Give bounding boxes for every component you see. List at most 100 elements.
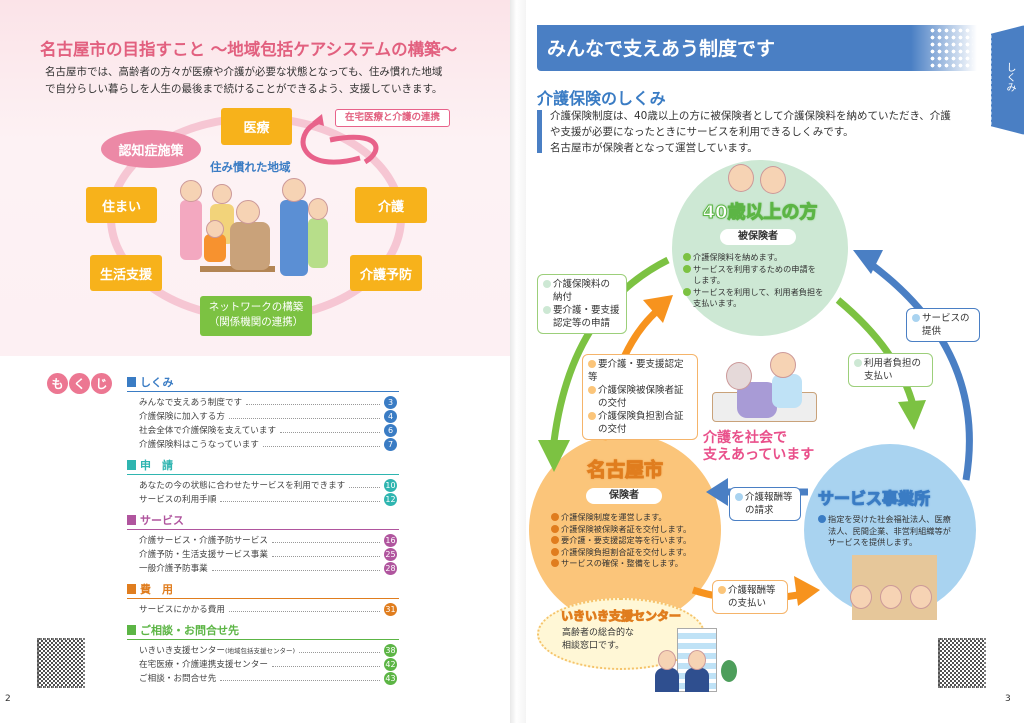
leader-dots [280,431,380,433]
toc-page-badge: 12 [384,492,397,506]
toc-section-title: 申 請 [140,459,173,472]
toc-item[interactable]: いきいき支援センター(地域包括支援センター) 38 [127,643,397,657]
toc-page-badge: 38 [384,643,397,657]
ring-center-label: 住み慣れた地域 [210,160,291,174]
ring-item-care: 介護 [355,187,427,223]
toc-section-header: 申 請 [127,457,399,475]
box-line: 介護報酬等 [745,492,793,503]
provider-desc: 指定を受けた社会福祉法人、医療 法人、民間企業、非営利組織等が サービスを提供し… [818,514,951,549]
leader-dots [228,610,380,612]
toc-page-badge: 43 [384,671,397,685]
duty: 介護保険料を納めます。 [693,252,783,262]
toc-item-title: ご相談・お問合せ先 [139,674,217,684]
box-premium-payment: 介護保険料の 納付 要介護・要支援 認定等の申請 [537,274,627,334]
toc-page-badge: 16 [384,533,397,547]
box-line: 納付 [553,292,573,303]
section-square-icon [127,515,136,525]
toc-section-header: しくみ [127,374,399,392]
desc-line: 高齢者の総合的な [562,628,635,638]
toc-item-title: サービスにかかる費用 [139,605,225,615]
toc-item[interactable]: 介護サービス・介護予防サービス 16 [127,533,397,547]
toc-item-title: いきいき支援センター [139,646,225,656]
box-line: サービスの [922,313,970,324]
desc-line: 法人、民間企業、非営利組織等が [828,525,951,536]
section-square-icon [127,625,136,635]
toc-label: も く じ [47,373,112,394]
duty: 支払います。 [693,298,742,308]
page-number-left: 2 [5,694,11,704]
toc-label-char: じ [91,373,112,394]
box-line: 介護保険料の [553,279,611,290]
section-square-icon [127,460,136,470]
ring-item-dementia: 認知症施策 [101,130,201,168]
toc-item[interactable]: みんなで支えあう制度です 3 [127,395,397,409]
toc-item-title: みんなで支えあう制度です [139,398,243,408]
duty: します。 [693,275,725,285]
toc-item-title: 介護保険に加入する方 [139,412,225,422]
toc-item-subtitle: (地域包括支援センター) [224,647,296,655]
leader-dots [299,651,380,653]
box-line: 要介護・要支援 [553,305,620,316]
box-line: 利用者負担の [864,358,922,369]
green-arrow-userpay [835,297,917,406]
intro-line: 介護保険制度は、40歳以上の方に被保険者として介護保険料を納めていただき、介護 [550,110,951,122]
toc-item-title: 介護サービス・介護予防サービス [139,536,268,546]
box-fee-claim: 介護報酬等 の請求 [729,487,801,521]
linkage-arrows-icon [300,119,361,165]
leader-dots [349,486,380,488]
duty-text: 要介護・要支援認定等を行います。 [561,535,692,545]
network-line: ネットワークの構築 [208,301,304,313]
toc-item-title: サービスの利用手順 [139,495,217,505]
box-certificate-issue: 要介護・要支援認定等 介護保険被保険者証 の交付 介護保険負担割合証 の交付 [582,354,698,440]
toc-section-header: ご相談・お問合せ先 [127,622,399,640]
duty-text: サービスの確保・整備をします。 [561,558,683,568]
bullet-icon [551,513,559,521]
toc-page-badge: 7 [384,437,397,451]
left-intro: 名古屋市では、高齢者の方々が医療や介護が必要な状態となっても、住み慣れた地域 で… [45,64,442,98]
toc-label-char: く [69,373,90,394]
banner: みんなで支えあう制度です [537,25,977,71]
box-line: 介護保険負担割合証 [598,411,684,422]
toc-page-badge: 6 [384,423,397,437]
section-tab-label: しくみ [1004,62,1015,92]
box-line: 認定等の申請 [553,318,611,329]
intro-line: 名古屋市では、高齢者の方々が医療や介護が必要な状態となっても、住み慣れた地域 [45,66,443,78]
toc-section-header: サービス [127,512,399,530]
city-duties: 介護保険制度を運営します。介護保険被保険者証を交付します。要介護・要支援認定等を… [551,512,691,570]
duty: サービスを利用するための申請を [693,263,816,274]
elderly-couple-illustration [720,164,800,204]
slogan-line: 支えあっています [703,447,815,463]
callout-home-care: 在宅医療と介護の連携 [335,109,450,127]
box-line: の支払い [728,598,767,609]
box-line: の交付 [598,424,627,435]
toc-section-title: サービス [140,514,184,527]
ring-item-housing: 住まい [86,187,157,223]
qr-code-right [938,638,986,688]
box-line: 介護報酬等 [728,585,776,596]
duty-text: 介護保険負担割合証を交付します。 [561,546,692,557]
slogan-line: 介護を社会で [703,430,787,446]
section-tab[interactable]: しくみ [991,25,1024,135]
toc-page-badge: 3 [384,395,397,409]
provider-title: サービス事業所 [817,489,931,509]
banner-title: みんなで支えあう制度です [547,38,776,60]
toc-page-badge: 10 [384,478,397,492]
section-square-icon [127,584,136,594]
city-circle [529,434,721,626]
toc-item[interactable]: サービスの利用手順 12 [127,492,397,506]
box-service-provision: サービスの 提供 [906,308,980,342]
toc-item[interactable]: ご相談・お問合せ先 43 [127,671,397,685]
page-gutter [510,0,526,723]
provider-building-staff-illustration [850,555,937,620]
right-intro: 介護保険制度は、40歳以上の方に被保険者として介護保険料を納めていただき、介護 … [550,108,951,156]
box-line: 介護保険被保険者証 [598,385,684,396]
toc-page-badge: 42 [384,657,397,671]
